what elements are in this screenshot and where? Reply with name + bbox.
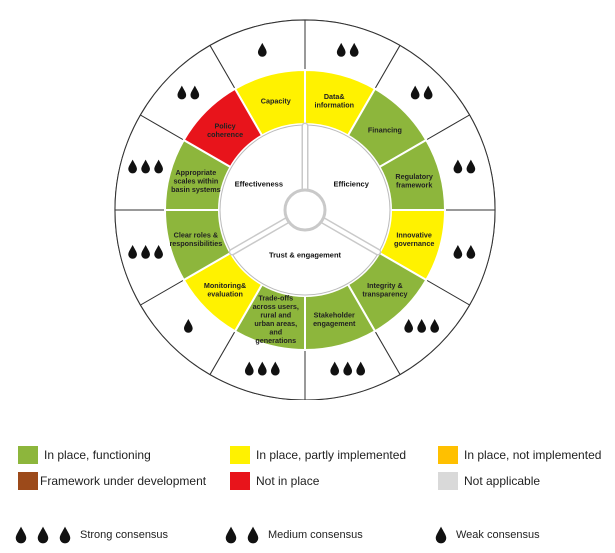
water-drop-icon [417,318,427,333]
legend-label: In place, not implemented [464,448,602,462]
water-drop-icon [257,42,267,57]
legend-swatch [230,472,250,490]
water-drop-icon [183,318,193,333]
wheel-spoke-inner [230,218,290,254]
water-drop-icon [349,42,359,57]
consensus-label: Strong consensus [80,529,169,541]
wheel-hub [283,188,327,232]
legend-swatch [18,446,38,464]
water-drop-icon [466,159,476,174]
water-drop-icon [177,85,187,100]
legend-label: In place, functioning [44,448,151,462]
principle-label: Integrity &transparency [362,281,407,299]
water-drop-icon [37,526,49,544]
legend-swatch [18,472,38,490]
principle-label: Capacity [261,96,291,105]
water-drop-icon [154,159,163,174]
governance-wheel-diagram: Capacity Data&informationFinancingRegulat… [114,19,496,400]
water-drop-icon [15,526,71,544]
water-drop-icon [430,318,440,333]
water-drop-icon [343,361,353,376]
water-drop-icon [410,85,420,100]
principle-label: Clear roles &responsibilities [169,230,222,248]
consensus-label: Medium consensus [268,529,363,541]
dimension-label: Efficiency [333,179,369,188]
principle-segment [182,87,264,169]
water-drop-icon [453,245,463,259]
legend-label: Not applicable [464,474,541,488]
water-drop-icon [225,526,259,544]
water-drop-icon [404,318,414,333]
legend-item-not-implemented: In place, not implemented [438,446,601,464]
water-drop-icon [59,526,71,544]
consensus-legend-weak: Weak consensus [430,524,540,546]
dimension-label: Trust & engagement [269,251,342,260]
principle-label: Monitoring&evaluation [204,281,246,299]
water-drop-icon [453,159,463,174]
legend-swatch [438,472,458,490]
legend-label: Not in place [256,474,320,488]
water-drop-icon [190,85,200,100]
legend-item-not-in-place: Not in place [230,472,319,490]
legend-swatch [438,446,458,464]
water-drop-icon [423,85,433,100]
water-drop-icon [356,361,366,376]
principle-label: Data&information [314,92,354,110]
water-drop-icon [435,526,447,544]
wheel-spoke-inner [320,218,380,254]
water-drop-icon [141,159,150,174]
water-drop-icon [270,361,280,376]
water-drop-icon [128,159,137,174]
water-drop-icon [154,245,163,259]
consensus-legend-medium: Medium consensus [220,524,363,546]
water-drop-icon [435,526,447,544]
water-drop-icon [257,361,267,376]
water-drop-icon [247,526,259,544]
consensus-legend-strong: Strong consensus [10,524,168,546]
legend-swatch [230,446,250,464]
consensus-label: Weak consensus [456,529,540,541]
water-drop-icon [466,245,476,259]
legend-label: In place, partly implemented [256,448,407,462]
water-drop-icon [336,42,346,57]
legend-item-framework: Framework under development [18,472,206,490]
water-drop-icon [330,361,340,376]
legend-label: Framework under development [40,474,207,488]
water-drop-icon [128,245,137,259]
legend-item-functioning: In place, functioning [18,446,151,464]
legend-item-partly: In place, partly implemented [230,446,406,464]
principle-label: Financing [368,126,402,135]
water-drop-icon [225,526,237,544]
water-drop-icon [15,526,27,544]
legend-item-not-applicable: Not applicable [438,472,540,490]
water-drop-icon [244,361,254,376]
dimension-label: Effectiveness [235,179,283,188]
water-drop-icon [141,245,150,259]
